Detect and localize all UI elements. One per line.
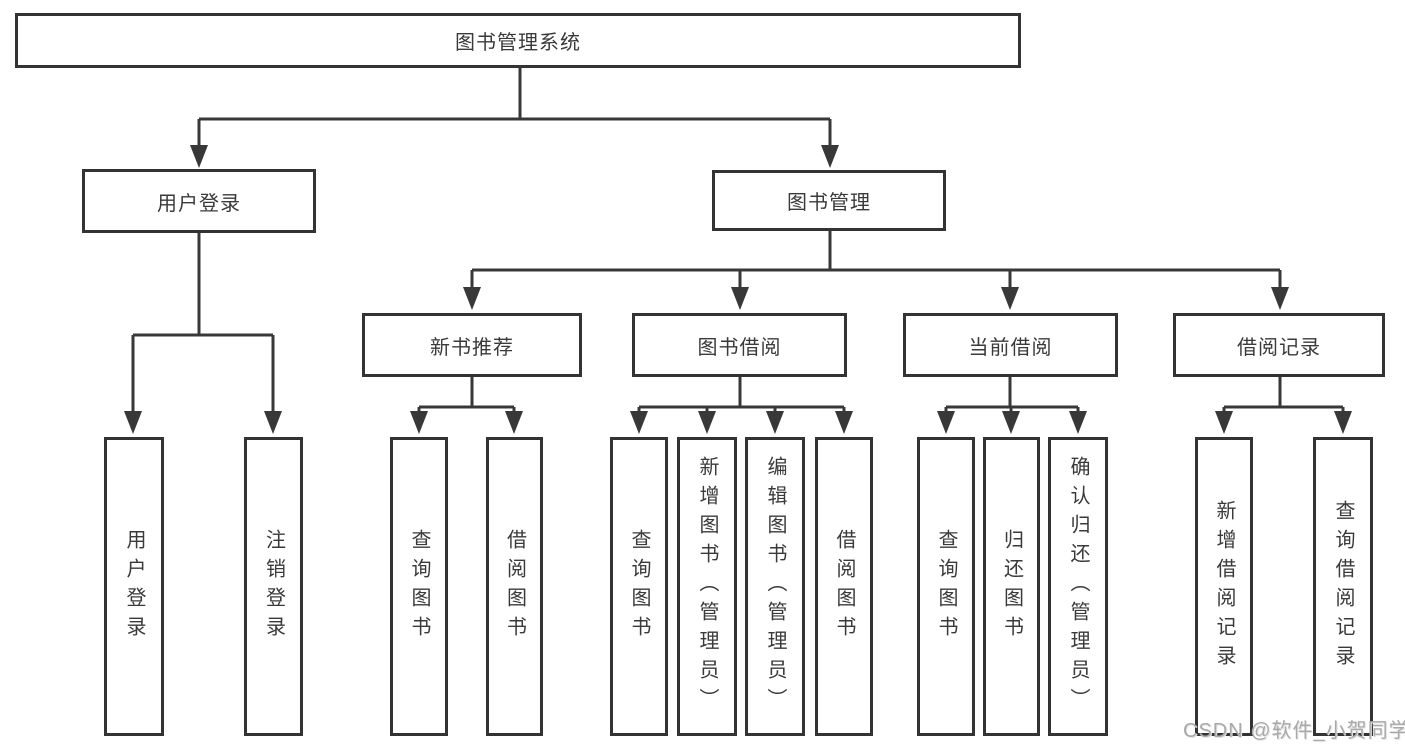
leaf-query-books-recommend: 查询图书 [390, 437, 448, 736]
leaf-logout-label: 注销登录 [262, 528, 285, 645]
leaf-user-login: 用户登录 [104, 437, 164, 736]
leaf-confirm-return-admin: 确认归还（管理员） [1048, 437, 1108, 736]
leaf-user-login-label: 用户登录 [123, 528, 145, 645]
leaf-confirm-return-admin-label: 确认归还（管理员） [1067, 456, 1089, 717]
leaf-logout: 注销登录 [244, 437, 303, 736]
node-book-management: 图书管理 [712, 170, 946, 231]
leaf-edit-book-admin-label: 编辑图书（管理员） [764, 456, 786, 717]
leaf-return-books-label: 归还图书 [1000, 528, 1023, 645]
node-root-system: 图书管理系统 [15, 13, 1021, 68]
arrowheads [124, 145, 1352, 434]
leaf-edit-book-admin: 编辑图书（管理员） [745, 437, 805, 736]
leaf-borrow-books: 借阅图书 [815, 437, 873, 736]
leaf-query-books-borrow-label: 查询图书 [628, 528, 650, 645]
leaf-query-borrow-record: 查询借阅记录 [1313, 437, 1373, 736]
leaf-return-books: 归还图书 [983, 437, 1040, 736]
node-current-borrow: 当前借阅 [903, 313, 1118, 377]
leaf-query-books-recommend-label: 查询图书 [408, 528, 430, 645]
node-borrow-records: 借阅记录 [1173, 313, 1385, 377]
watermark: CSDN @软件_小贺同学 [1183, 720, 1405, 742]
leaf-query-books-borrow: 查询图书 [610, 437, 668, 736]
leaf-add-book-admin: 新增图书（管理员） [677, 437, 737, 736]
leaf-query-books-current-label: 查询图书 [935, 528, 957, 645]
node-new-book-recommend: 新书推荐 [362, 313, 582, 377]
leaf-borrow-books-recommend: 借阅图书 [486, 437, 543, 736]
node-book-borrow: 图书借阅 [632, 313, 847, 377]
leaf-query-borrow-record-label: 查询借阅记录 [1332, 499, 1354, 674]
leaf-borrow-books-label: 借阅图书 [833, 528, 855, 645]
leaf-add-borrow-record-label: 新增借阅记录 [1213, 499, 1235, 674]
leaf-borrow-books-recommend-label: 借阅图书 [503, 528, 526, 645]
leaf-query-books-current: 查询图书 [917, 437, 975, 736]
leaf-add-borrow-record: 新增借阅记录 [1195, 437, 1253, 736]
node-user-login: 用户登录 [82, 169, 316, 233]
leaf-add-book-admin-label: 新增图书（管理员） [696, 456, 718, 717]
